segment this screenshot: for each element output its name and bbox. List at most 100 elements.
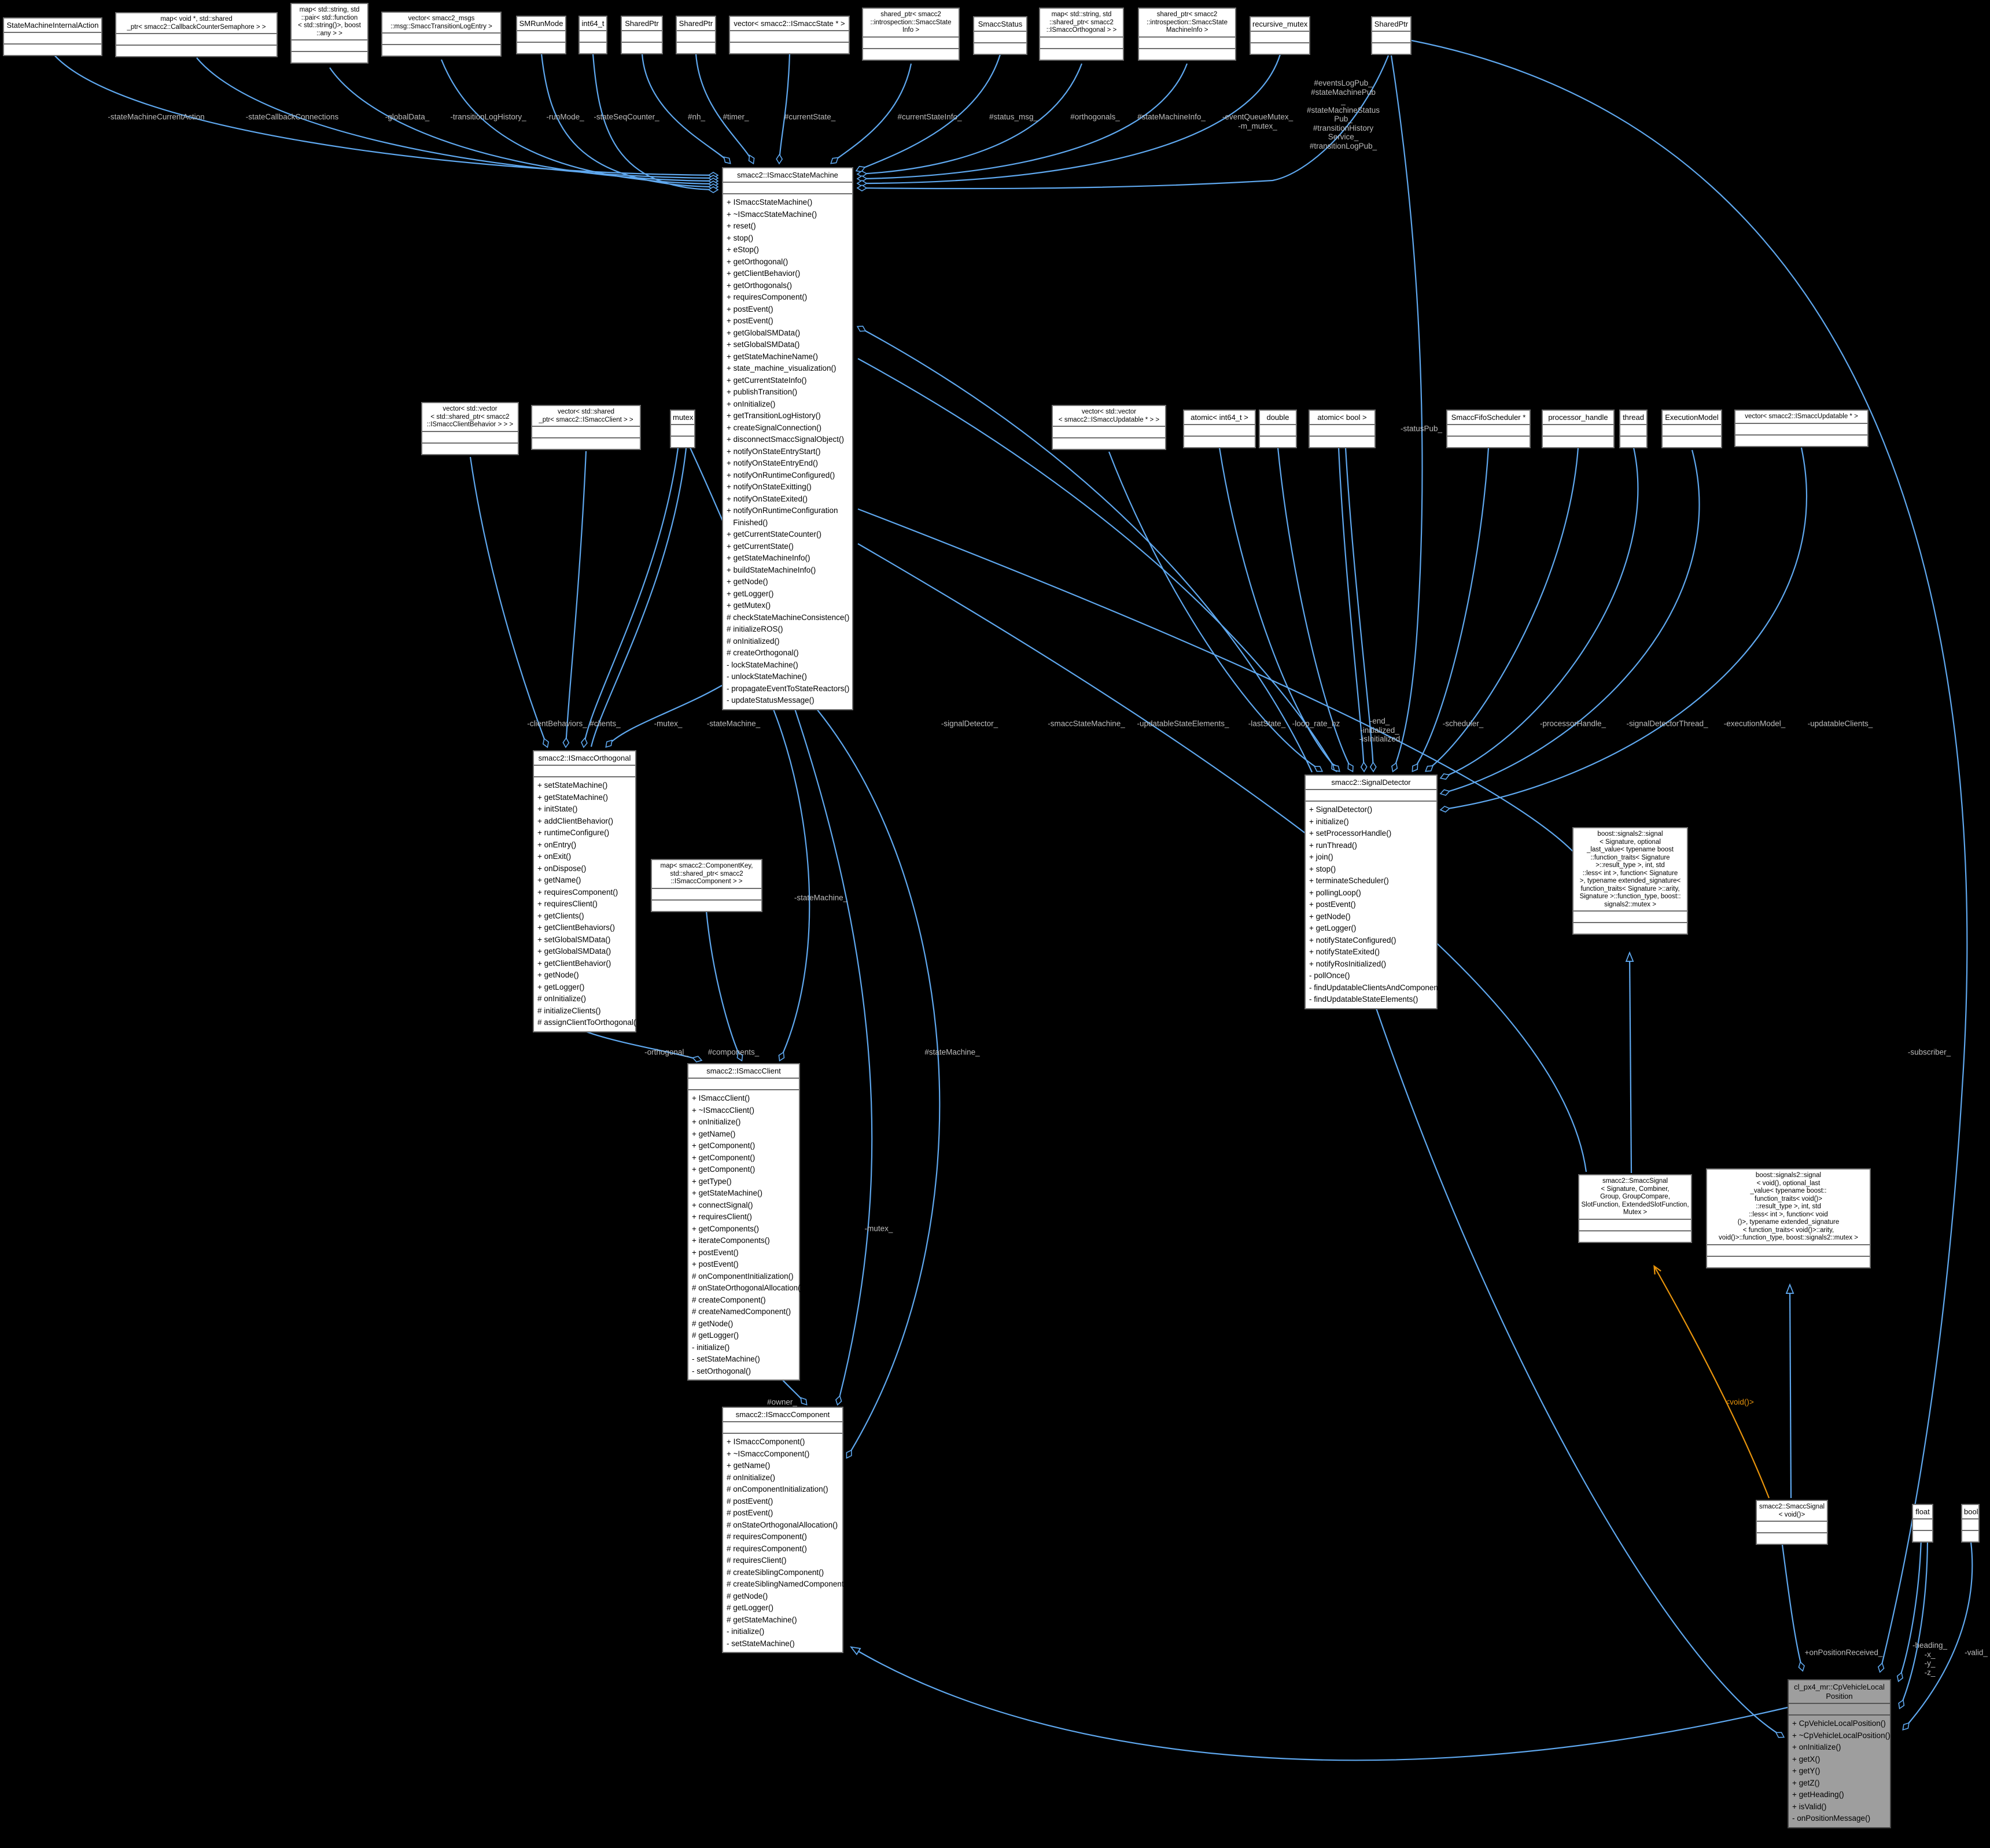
- class-bool[interactable]: bool: [1961, 1504, 1980, 1543]
- label-clients: #clients_: [589, 719, 621, 728]
- class-smacc-status-title: SmaccStatus: [978, 20, 1023, 28]
- class-shared-ptr-3[interactable]: SharedPtr: [1371, 16, 1412, 55]
- edge: [1390, 55, 1423, 771]
- label-state-machine-1: -stateMachine_: [706, 719, 761, 728]
- class-mutex[interactable]: mutex: [670, 410, 695, 448]
- class-execution-model[interactable]: ExecutionModel: [1661, 410, 1722, 448]
- class-smacc-signal-void[interactable]: smacc2::SmaccSignal < void()>: [1756, 1500, 1828, 1545]
- class-smacc-signal-void-attributes: [1757, 1521, 1827, 1532]
- edge: [1413, 447, 1490, 771]
- class-signal-detector-methods: + SignalDetector() + initialize() + setP…: [1306, 801, 1449, 1008]
- class-processor-handle[interactable]: processor_handle: [1542, 410, 1615, 448]
- class-vector-clients[interactable]: vector< std::shared _ptr< smacc2::ISmacc…: [531, 405, 641, 450]
- class-smacc-signal-template[interactable]: smacc2::SmaccSignal < Signature, Combine…: [1578, 1174, 1692, 1243]
- class-float[interactable]: float: [1912, 1504, 1933, 1543]
- class-smacc-fifo-scheduler[interactable]: SmaccFifoScheduler *: [1446, 410, 1531, 448]
- label-timer: #timer_: [723, 112, 749, 121]
- label-current-state-info: #currentStateInfo_: [897, 112, 962, 121]
- class-vector-smacc-transition-log-entry-methods: [382, 44, 500, 56]
- class-map-string-ismacc-orthogonal[interactable]: map< std::string, std ::shared_ptr< smac…: [1039, 8, 1124, 61]
- class-ismacc-state-machine[interactable]: smacc2::ISmaccStateMachine+ ISmaccStateM…: [722, 167, 853, 710]
- class-ismacc-client-methods: + ISmaccClient() + ~ISmaccClient() + onI…: [688, 1089, 803, 1379]
- class-atomic-int64[interactable]: atomic< int64_t >: [1183, 410, 1256, 448]
- edge: [857, 508, 1575, 854]
- class-vector-ismacc-state[interactable]: vector< smacc2::ISmaccState * >: [729, 16, 850, 54]
- class-bool-methods: [1962, 1530, 1978, 1541]
- class-atomic-bool-title: atomic< bool >: [1317, 413, 1367, 422]
- class-smacc-signal-void-title: smacc2::SmaccSignal < void()>: [1759, 1503, 1825, 1518]
- class-vector-updatable-state-elements-title: vector< std::vector < smacc2::ISmaccUpda…: [1058, 408, 1160, 423]
- class-mutex-attributes: [671, 424, 694, 436]
- label-execution-model: -executionModel_: [1723, 719, 1786, 728]
- class-double[interactable]: double: [1259, 410, 1297, 448]
- class-smacc-status-attributes: [974, 31, 1026, 42]
- class-boost-signal-signature[interactable]: boost::signals2::signal < Signature, opt…: [1572, 827, 1688, 935]
- edge: [695, 53, 753, 163]
- class-float-title: float: [1915, 1507, 1930, 1516]
- class-bool-title: bool: [1964, 1507, 1978, 1516]
- class-state-machine-internal-action-methods: [4, 43, 101, 55]
- class-map-string-ismacc-orthogonal-methods: [1040, 47, 1123, 60]
- class-vector-updatable-state-elements[interactable]: vector< std::vector < smacc2::ISmaccUpda…: [1052, 405, 1166, 450]
- class-execution-model-methods: [1663, 436, 1721, 447]
- class-shared-ptr-2-attributes: [677, 30, 715, 42]
- class-shared-ptr-2[interactable]: SharedPtr: [676, 16, 716, 54]
- class-state-machine-internal-action[interactable]: StateMachineInternalAction: [3, 17, 102, 56]
- class-sm-run-mode[interactable]: SMRunMode: [516, 16, 566, 54]
- edge: [606, 685, 723, 747]
- class-ismacc-client[interactable]: smacc2::ISmaccClient+ ISmaccClient() + ~…: [687, 1063, 803, 1381]
- class-recursive-mutex[interactable]: recursive_mutex: [1250, 16, 1310, 55]
- class-map-string-pair-function-boost-any[interactable]: map< std::string, std ::pair< std::funct…: [290, 3, 368, 64]
- class-shared-ptr-smacc-state-machine-info-title: shared_ptr< smacc2 ::introspection::Smac…: [1147, 11, 1228, 34]
- class-ismacc-orthogonal[interactable]: smacc2::ISmaccOrthogonal+ setStateMachin…: [533, 750, 639, 1032]
- class-int64-t[interactable]: int64_t: [578, 16, 607, 54]
- class-recursive-mutex-attributes: [1251, 31, 1309, 42]
- class-map-component-key[interactable]: map< smacc2::ComponentKey, std::shared_p…: [651, 859, 762, 912]
- class-ismacc-component[interactable]: smacc2::ISmaccComponent+ ISmaccComponent…: [722, 1407, 849, 1653]
- class-vector-client-behaviors[interactable]: vector< std::vector < std::shared_ptr< s…: [421, 402, 519, 455]
- class-atomic-bool[interactable]: atomic< bool >: [1309, 410, 1376, 448]
- class-processor-handle-title: processor_handle: [1548, 413, 1608, 422]
- class-thread[interactable]: thread: [1619, 410, 1648, 448]
- class-shared-ptr-smacc-state-info[interactable]: shared_ptr< smacc2 ::introspection::Smac…: [862, 8, 960, 61]
- class-vector-updatable-clients[interactable]: vector< smacc2::ISmaccUpdatable * >: [1734, 410, 1869, 447]
- class-ismacc-client-title: smacc2::ISmaccClient: [706, 1067, 781, 1075]
- class-smacc-signal-template-methods: [1579, 1230, 1691, 1242]
- class-state-machine-internal-action-title: StateMachineInternalAction: [6, 21, 99, 29]
- label-last-state: -lastState_: [1248, 719, 1286, 728]
- class-sm-run-mode-methods: [517, 42, 565, 53]
- edge: [1218, 447, 1339, 771]
- edge: [1903, 1537, 1973, 1729]
- class-shared-ptr-1[interactable]: SharedPtr: [621, 16, 663, 54]
- edge: [705, 910, 742, 1060]
- class-boost-signal-void[interactable]: boost::signals2::signal < void(), option…: [1706, 1168, 1871, 1268]
- edge: [469, 456, 547, 747]
- class-ismacc-orthogonal-methods: + setStateMachine() + getStateMachine() …: [534, 776, 639, 1031]
- class-smacc-fifo-scheduler-title: SmaccFifoScheduler *: [1451, 413, 1526, 422]
- class-vector-updatable-clients-attributes: [1735, 422, 1867, 434]
- class-smacc-status[interactable]: SmaccStatus: [973, 16, 1027, 55]
- edge: [1899, 1537, 1922, 1681]
- class-map-string-pair-function-boost-any-attributes: [292, 39, 367, 51]
- edge: [831, 63, 912, 163]
- class-map-callback-counter-semaphore[interactable]: map< void *, std::shared _ptr< smacc2::C…: [115, 12, 278, 57]
- edge: [1108, 451, 1322, 771]
- class-processor-handle-attributes: [1543, 424, 1613, 436]
- class-atomic-int64-title: atomic< int64_t >: [1191, 413, 1248, 422]
- class-atomic-bool-methods: [1310, 436, 1374, 447]
- edge: [590, 448, 687, 747]
- class-cp-vehicle-local-position[interactable]: cl_px4_mr::CpVehicleLocal Position+ CpVe…: [1788, 1679, 1891, 1828]
- class-boost-signal-signature-attributes: [1573, 910, 1687, 922]
- class-signal-detector[interactable]: smacc2::SignalDetector+ SignalDetector()…: [1304, 774, 1449, 1009]
- class-shared-ptr-3-methods: [1372, 42, 1410, 54]
- class-vector-smacc-transition-log-entry[interactable]: vector< smacc2_msgs ::msg::SmaccTransiti…: [381, 12, 502, 57]
- class-smacc-fifo-scheduler-methods: [1447, 436, 1530, 447]
- label-transition-log-history: -transitionLogHistory_: [450, 112, 526, 121]
- class-shared-ptr-smacc-state-machine-info[interactable]: shared_ptr< smacc2 ::introspection::Smac…: [1138, 8, 1236, 61]
- class-int64-t-methods: [580, 42, 606, 53]
- edge: [1337, 447, 1364, 771]
- class-cp-vehicle-local-position-attributes: [1789, 1703, 1890, 1714]
- label-status-pub: -statusPub_: [1400, 424, 1443, 433]
